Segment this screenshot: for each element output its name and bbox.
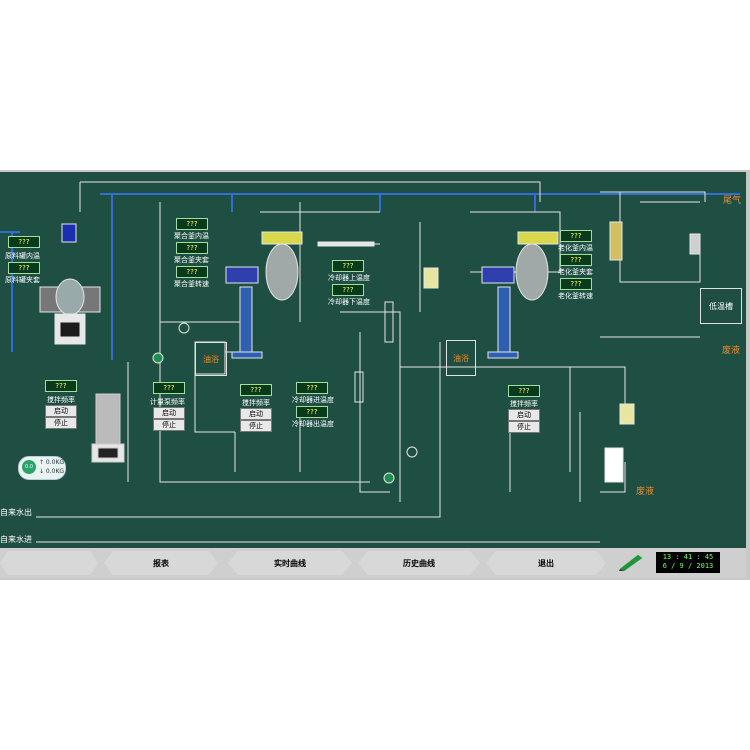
aging-kettle-inner-temp-label: 老化釜内温 <box>558 244 593 252</box>
clock-display: 13 : 41 : 45 6 / 9 / 2013 <box>656 552 720 573</box>
feed-tank-jacket-label: 原料罐夹套 <box>5 276 40 284</box>
stop-button-4[interactable]: 停止 <box>508 421 540 433</box>
stir-freq-3-label: 搅拌频率 <box>510 400 538 408</box>
start-button-3[interactable]: 启动 <box>240 408 272 420</box>
start-button-4[interactable]: 启动 <box>508 409 540 421</box>
stir-freq-1-value: ??? <box>45 380 77 392</box>
gauge-lower-reading: ↓ 0.0KG <box>39 468 65 475</box>
gauge-center-value: 0.0 <box>22 460 36 474</box>
meter-pump-freq-value: ??? <box>153 382 185 394</box>
nav-blank-button[interactable] <box>0 551 98 575</box>
cooler-upper-temp-label: 冷却器上温度 <box>328 274 370 282</box>
tap-water-out-label: 自来水出 <box>0 508 32 517</box>
poly-kettle-inner-temp-label: 聚合釜内温 <box>174 232 209 240</box>
feed-tank-inner-temp-label: 原料罐内温 <box>5 252 40 260</box>
waste-label-1: 废液 <box>722 346 741 356</box>
tail-gas-label: 尾气 <box>723 196 742 206</box>
aging-kettle-inner-temp-value: ??? <box>560 230 592 242</box>
cooler-lower-temp-value: ??? <box>332 284 364 296</box>
cooler-inlet-temp-label: 冷却器进温度 <box>292 396 334 404</box>
waste-label-2: 废液 <box>636 487 655 497</box>
stir-freq-1-label: 搅拌频率 <box>47 396 75 404</box>
bottom-nav-bar: 报表 实时曲线 历史曲线 退出 <box>0 548 746 578</box>
tap-water-in-label: 自来水进 <box>0 535 32 544</box>
aging-kettle-speed-value: ??? <box>560 278 592 290</box>
meter-pump-freq-label: 计量泵频率 <box>150 398 185 406</box>
poly-kettle-speed-label: 聚合釜转速 <box>174 280 209 288</box>
poly-kettle-speed-value: ??? <box>176 266 208 278</box>
pipe-network <box>0 181 740 543</box>
gas-cylinder <box>91 393 125 463</box>
pen-icon[interactable] <box>618 553 644 571</box>
start-button-2[interactable]: 启动 <box>153 407 185 419</box>
reactor-2 <box>481 231 559 359</box>
weight-gauge: 0.0 ↑ 0.0KG ↓ 0.0KG <box>18 456 66 480</box>
gauge-upper-reading: ↑ 0.0KG <box>39 459 65 466</box>
cooler-outlet-temp-value: ??? <box>296 406 328 418</box>
realtime-curve-button[interactable]: 实时曲线 <box>228 551 352 575</box>
aging-kettle-speed-label: 老化釜转速 <box>558 292 593 300</box>
poly-kettle-jacket-value: ??? <box>176 242 208 254</box>
oil-bath-1: 油浴 <box>195 342 227 376</box>
aging-kettle-jacket-label: 老化釜夹套 <box>558 268 593 276</box>
feed-tank <box>39 223 101 345</box>
history-curve-button[interactable]: 历史曲线 <box>358 551 480 575</box>
low-temp-tank: 低温槽 <box>700 288 742 324</box>
poly-kettle-jacket-label: 聚合釜夹套 <box>174 256 209 264</box>
stop-button-1[interactable]: 停止 <box>45 417 77 429</box>
start-button-1[interactable]: 启动 <box>45 405 77 417</box>
report-button[interactable]: 报表 <box>104 551 218 575</box>
reactor-1 <box>194 231 303 375</box>
clock-time: 13 : 41 : 45 <box>662 553 714 561</box>
process-diagram: ??? 原料罐内温 ??? 原料罐夹套 ??? 聚合釜内温 ??? 聚合釜夹套 … <box>0 172 746 550</box>
cooler-upper-temp-value: ??? <box>332 260 364 272</box>
poly-kettle-inner-temp-value: ??? <box>176 218 208 230</box>
stir-freq-2-label: 搅拌频率 <box>242 399 270 407</box>
stop-button-3[interactable]: 停止 <box>240 420 272 432</box>
exit-button[interactable]: 退出 <box>486 551 606 575</box>
cooler-outlet-temp-label: 冷却器出温度 <box>292 420 334 428</box>
aging-kettle-jacket-value: ??? <box>560 254 592 266</box>
oil-bath-2: 油浴 <box>446 340 476 376</box>
stir-freq-3-value: ??? <box>508 385 540 397</box>
feed-tank-inner-temp-value: ??? <box>8 236 40 248</box>
cooler-inlet-temp-value: ??? <box>296 382 328 394</box>
stop-button-2[interactable]: 停止 <box>153 419 185 431</box>
feed-tank-jacket-value: ??? <box>8 262 40 274</box>
stir-freq-2-value: ??? <box>240 384 272 396</box>
clock-date: 6 / 9 / 2013 <box>662 562 714 570</box>
cooler-lower-temp-label: 冷却器下温度 <box>328 298 370 306</box>
